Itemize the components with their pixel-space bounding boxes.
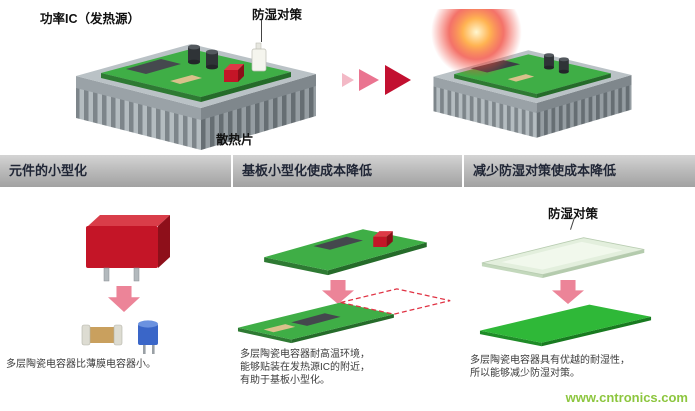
moisture-label-bottom: 防湿对策	[548, 207, 599, 221]
caption-line: 所以能够减少防湿对策。	[470, 368, 580, 379]
tan-component	[170, 75, 202, 84]
transition-arrows-icon	[342, 65, 411, 95]
ic-chip	[291, 313, 341, 326]
power-ic-label: 功率IC（发热源）	[40, 12, 141, 26]
tan-component	[507, 74, 535, 82]
heatsink-fins-side	[201, 84, 316, 150]
site-watermark: www.cntronics.com	[565, 390, 688, 405]
coating-sheen	[501, 241, 623, 270]
caption-board: 多层陶瓷电容器耐高温环境， 能够贴装在发热源IC的附近， 有助于基板小型化。	[240, 348, 456, 387]
moisture-label-top: 防湿对策	[252, 8, 303, 22]
caption-moisture: 多层陶瓷电容器具有优越的耐湿性， 所以能够减少防湿对策。	[470, 354, 690, 380]
coated-pcb-illustration	[481, 237, 645, 278]
down-arrow-icon	[552, 280, 584, 304]
heat-glow	[431, 9, 522, 78]
caption-line: 有助于基板小型化。	[240, 375, 330, 386]
saved-area-dashed-outline	[340, 288, 451, 315]
header-cell-board-miniaturization: 基板小型化使成本降低	[233, 155, 462, 187]
caption-line: 多层陶瓷电容器比薄膜电容器小。	[6, 359, 156, 370]
caption-line: 能够贴装在发热源IC的附近，	[240, 362, 370, 373]
down-arrow-icon	[108, 286, 140, 312]
moisture-bottle	[251, 42, 267, 72]
heatsink-board-after-illustration	[431, 9, 632, 138]
red-capacitor-cube	[224, 70, 238, 82]
header-cell-component-miniaturization: 元件的小型化	[0, 155, 231, 187]
pcb-after-illustration	[237, 288, 451, 344]
ic-chip	[126, 59, 181, 74]
heatsink-label: 散热片	[216, 133, 254, 147]
header-cell-moisture-cost-reduction: 减少防湿对策使成本降低	[464, 155, 695, 187]
heatsink-fins	[433, 84, 537, 138]
heatsink-fins-side	[536, 83, 632, 138]
blue-capacitor	[138, 324, 158, 345]
tan-component	[263, 324, 296, 333]
red-capacitor-cube	[373, 236, 387, 247]
pcb-board	[101, 49, 291, 97]
moisture-pointer-line	[261, 20, 262, 42]
mlcc-chip	[86, 327, 118, 343]
heatsink-fins	[76, 86, 201, 150]
heatsink-board-before-illustration	[76, 42, 316, 150]
film-capacitor-illustration	[86, 215, 170, 282]
mlcc-and-small-capacitor-illustration	[81, 320, 158, 354]
pcb-before-illustration	[264, 229, 427, 276]
down-arrow-icon	[322, 280, 354, 304]
ic-chip	[313, 236, 363, 250]
bare-pcb-illustration	[479, 304, 652, 347]
caption-line: 多层陶瓷电容器耐高温环境，	[240, 349, 370, 360]
caption-component: 多层陶瓷电容器比薄膜电容器小。	[6, 358, 228, 371]
caption-line: 多层陶瓷电容器具有优越的耐湿性，	[470, 355, 630, 366]
